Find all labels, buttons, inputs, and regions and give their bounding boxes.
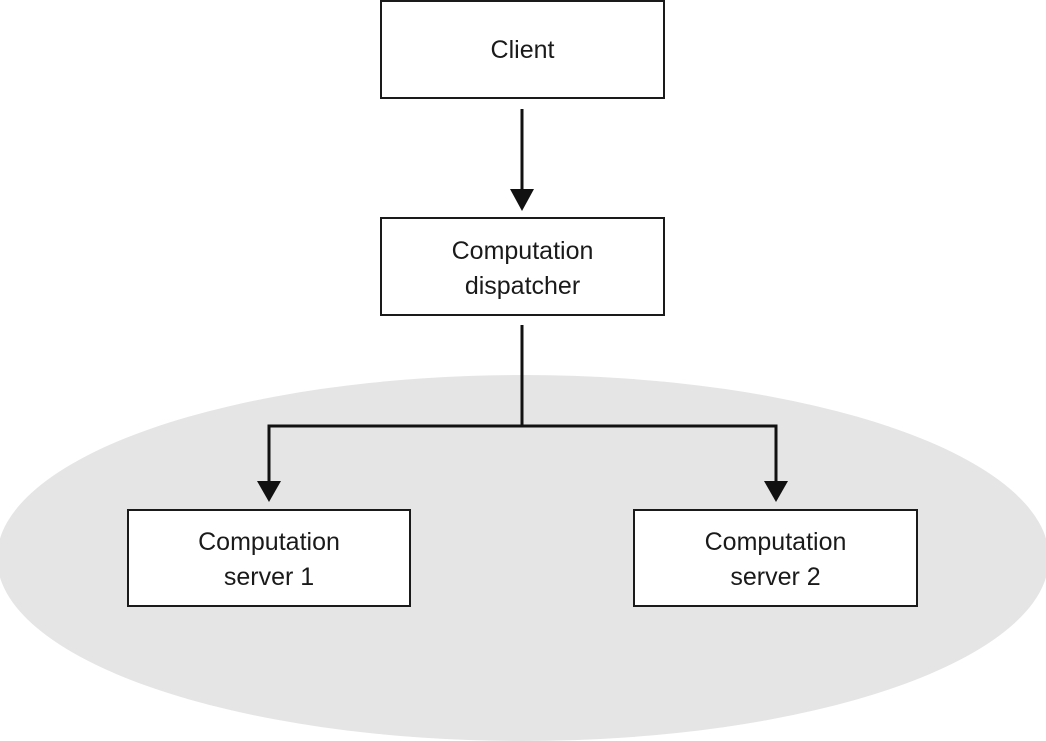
server2-box (633, 509, 918, 607)
arrowhead-server1 (257, 481, 281, 502)
client-box (380, 0, 665, 99)
edge-dispatcher-to-servers (257, 325, 788, 502)
server1-label-line1: Computation (198, 528, 340, 556)
client-label: Client (491, 36, 555, 64)
server2-label-line2: server 2 (730, 563, 820, 591)
connector-branch-server2 (522, 424, 778, 484)
node-dispatcher: Computation dispatcher (380, 217, 665, 316)
node-server1: Computation server 1 (127, 509, 411, 607)
node-server2: Computation server 2 (633, 509, 918, 607)
server-cluster-ellipse (0, 375, 1046, 741)
node-client: Client (380, 0, 665, 99)
arrowhead-server2 (764, 481, 788, 502)
arrowhead (510, 189, 534, 211)
connector-branch-server1 (267, 424, 522, 484)
server2-label-line1: Computation (705, 528, 847, 556)
server1-label-line2: server 1 (224, 563, 314, 591)
edge-client-to-dispatcher (510, 109, 534, 211)
dispatcher-label-line1: Computation (452, 237, 594, 265)
dispatcher-box (380, 217, 665, 316)
server1-box (127, 509, 411, 607)
dispatcher-label-line2: dispatcher (465, 272, 580, 300)
